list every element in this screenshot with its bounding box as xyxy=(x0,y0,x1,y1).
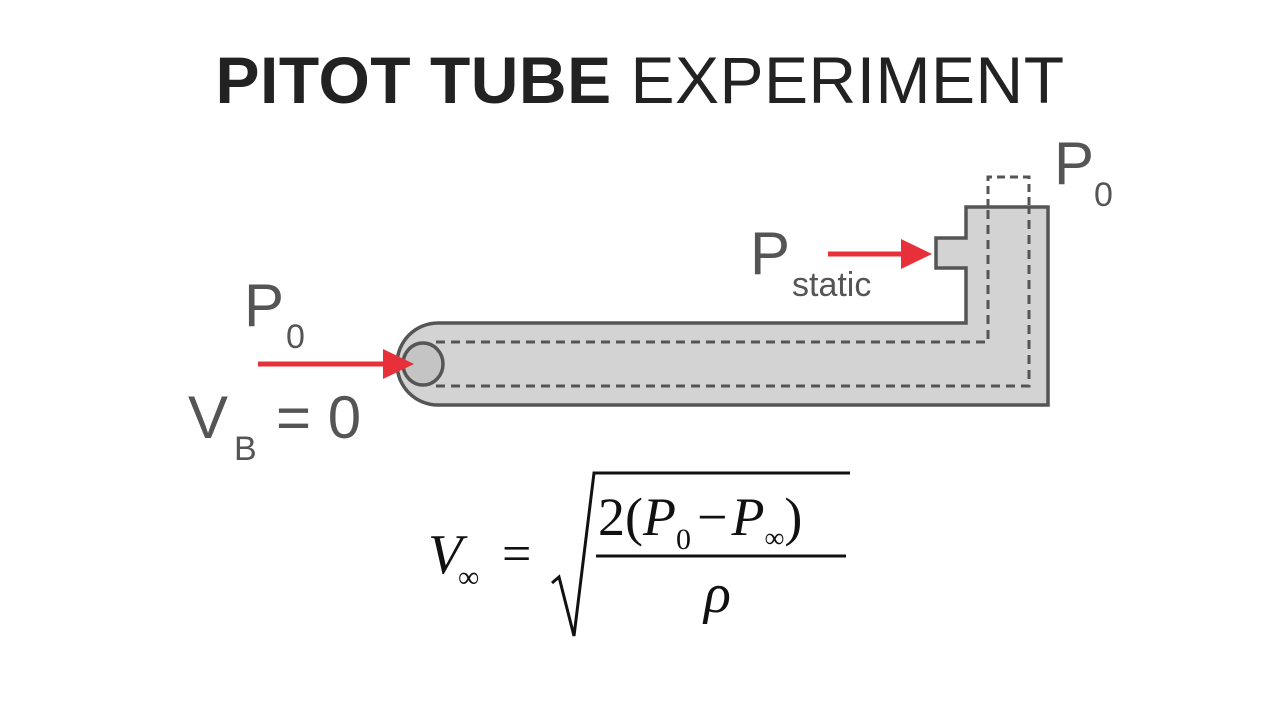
num-coef: 2( xyxy=(598,487,643,547)
label-p0-tip-sub: 0 xyxy=(286,318,305,356)
label-p0-tip-main: P xyxy=(244,272,284,339)
num-p1-sub: 0 xyxy=(676,523,691,556)
formula-denominator: ρ xyxy=(702,563,731,625)
label-p0-top-sub: 0 xyxy=(1094,176,1113,214)
free-stream-arrow xyxy=(258,349,414,379)
formula-lhs-sub: ∞ xyxy=(458,561,479,594)
inner-channel-top xyxy=(436,207,990,344)
num-p2: P xyxy=(730,487,764,547)
label-vb: V xyxy=(188,384,228,451)
formula-equals: = xyxy=(502,526,531,583)
formula-lhs: V xyxy=(428,524,468,586)
outlet-dashed-box xyxy=(986,175,1031,207)
static-pressure-arrow xyxy=(828,239,932,269)
label-p0-top: P xyxy=(1054,130,1094,197)
label-p-static: P xyxy=(750,220,790,287)
velocity-formula: V ∞ = 2(P0−P∞) ρ xyxy=(428,471,850,637)
sqrt-radical xyxy=(551,471,850,637)
num-close: ) xyxy=(784,487,802,547)
title-light: EXPERIMENT xyxy=(630,43,1065,117)
page-title: PITOT TUBE EXPERIMENT xyxy=(0,42,1280,118)
num-p1: P xyxy=(642,487,676,547)
pitot-tube-body xyxy=(395,205,1050,407)
formula-numerator: 2(P0−P∞) xyxy=(598,487,802,556)
label-p-static-sub: static xyxy=(792,266,871,304)
label-vb-value: = 0 xyxy=(276,384,361,451)
num-p2-sub: ∞ xyxy=(764,523,784,554)
label-p0-tip: P xyxy=(244,272,284,339)
title-bold: PITOT TUBE xyxy=(215,43,612,117)
num-minus: − xyxy=(697,487,727,547)
inner-channel-bottom xyxy=(436,207,1031,388)
label-vb-sub: B xyxy=(234,430,257,468)
